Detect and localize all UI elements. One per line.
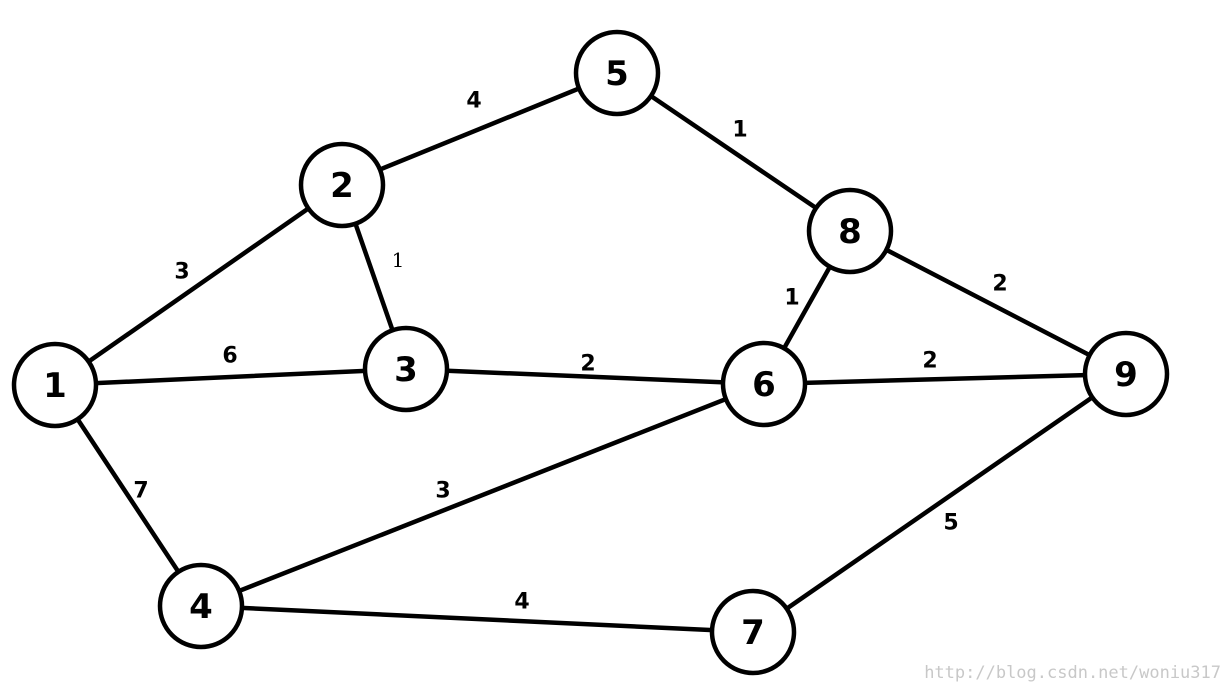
node-7: 7 [709, 588, 797, 676]
nodes-layer: 1 2 3 4 5 6 7 8 9 [11, 29, 1170, 676]
edges-layer [52, 70, 1129, 635]
node-circle [720, 340, 808, 428]
edge-2-5 [339, 70, 620, 188]
node-label: 3 [394, 350, 418, 390]
node-9: 9 [1082, 330, 1170, 418]
node-label: 7 [741, 613, 765, 653]
edge-weight-3-6: 2 [580, 352, 595, 377]
node-circle [806, 187, 894, 275]
node-label: 1 [43, 366, 67, 406]
edge-3-6 [403, 366, 767, 387]
edge-weight-6-9: 2 [922, 349, 937, 374]
node-label: 8 [838, 212, 862, 252]
edge-1-4 [52, 382, 204, 609]
node-8: 8 [806, 187, 894, 275]
edge-weight-2-3: 1 [392, 248, 405, 272]
node-label: 6 [752, 365, 776, 405]
edge-4-6 [198, 381, 767, 609]
node-label: 2 [330, 166, 354, 206]
edge-weights-layer: 3 6 7 4 1 2 1 1 2 2 3 4 5 [133, 89, 1007, 615]
node-circle [157, 562, 245, 650]
edge-1-3 [52, 366, 409, 388]
node-3: 3 [362, 325, 450, 413]
edge-weight-1-3: 6 [222, 344, 237, 369]
edge-weight-5-8: 1 [732, 118, 747, 143]
node-circle [709, 588, 797, 676]
watermark: http://blog.csdn.net/woniu317 [924, 663, 1221, 683]
edge-weight-2-5: 4 [466, 89, 481, 114]
node-label: 5 [605, 54, 629, 94]
node-circle [1082, 330, 1170, 418]
node-circle [11, 341, 99, 429]
edge-weight-1-4: 7 [133, 479, 148, 504]
edge-weight-7-9: 5 [943, 511, 958, 536]
node-circle [298, 141, 386, 229]
node-label: 9 [1114, 355, 1138, 395]
node-circle [573, 29, 661, 117]
node-circle [362, 325, 450, 413]
node-4: 4 [157, 562, 245, 650]
node-label: 4 [189, 587, 213, 627]
edge-4-7 [198, 603, 756, 635]
edge-1-2 [52, 182, 345, 388]
edge-weight-8-6: 1 [784, 286, 799, 311]
node-2: 2 [298, 141, 386, 229]
node-5: 5 [573, 29, 661, 117]
edge-7-9 [750, 371, 1129, 635]
node-1: 1 [11, 341, 99, 429]
node-6: 6 [720, 340, 808, 428]
edge-weight-4-7: 4 [514, 590, 529, 615]
edge-5-8 [614, 70, 853, 234]
edge-weight-4-6: 3 [435, 479, 450, 504]
edge-weight-1-2: 3 [174, 260, 189, 285]
edge-6-9 [761, 371, 1129, 387]
edge-8-9 [847, 228, 1129, 377]
edge-weight-8-9: 2 [992, 272, 1007, 297]
